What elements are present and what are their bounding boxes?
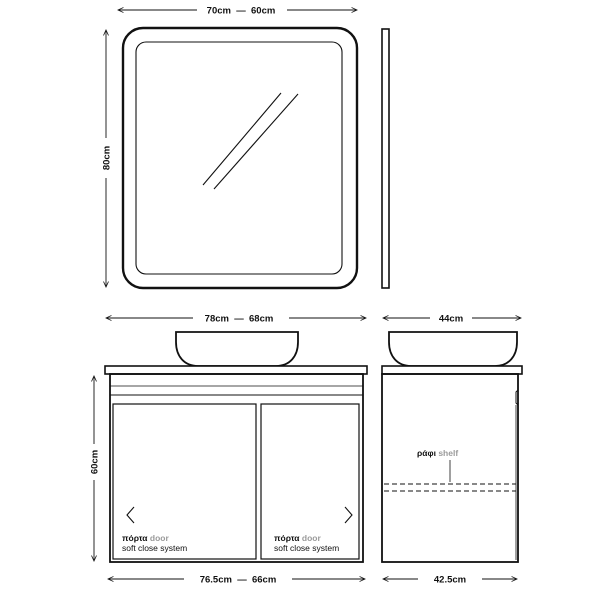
side-bottom-depth-label: 42.5cm [434,575,466,586]
mirror-width-label: 70cm — 60cm [207,6,276,17]
vanity-height-dimension: 60cm [90,376,101,561]
door-left-english-label: door [149,533,169,543]
cabinet-body-side [381,373,519,563]
mirror-height-label: 80cm [102,146,113,170]
door-right-label: πόρτα door soft close system [274,533,339,553]
side-top-depth-dimension: 44cm [383,314,521,325]
vanity-bottom-width-label: 76.5cm — 66cm [200,575,277,586]
mirror-side-view [381,28,390,289]
top-drawer-front [109,373,364,396]
vanity-top-width-label: 78cm — 68cm [205,314,274,325]
door-right-subtitle: soft close system [274,543,340,553]
door-left-subtitle: soft close system [122,543,188,553]
vanity-front-view [104,331,368,563]
chevron-left-icon [126,506,135,524]
shelf-label: ράφι shelf [417,448,458,458]
mirror-front-view [121,26,359,290]
basin-front [175,331,299,367]
vanity-side-view [381,331,523,563]
chevron-right-icon [344,506,353,524]
mirror-reflection-line [202,92,282,186]
door-left-label: πόρτα door soft close system [122,533,187,553]
vanity-bottom-width-dimension: 76.5cm — 66cm [108,575,365,586]
shelf-greek-label: ράφι [417,448,436,458]
vanity-height-label: 60cm [90,450,101,474]
door-right-english-label: door [301,533,321,543]
mirror-height-dimension: 80cm [102,30,113,287]
mirror-frame [121,26,359,290]
mirror-reflection-line [213,93,299,190]
mirror-glass [135,41,343,275]
countertop-front [104,365,368,375]
door-left [112,403,257,560]
side-bottom-depth-dimension: 42.5cm [383,575,517,586]
door-edge-side [515,389,519,406]
door-right [260,403,360,560]
door-left-greek-label: πόρτα [122,533,148,543]
basin-side [388,331,518,367]
side-top-depth-label: 44cm [439,314,463,325]
countertop-side [381,365,523,375]
vanity-top-width-dimension: 78cm — 68cm [106,314,366,325]
mirror-width-dimension: 70cm — 60cm [118,6,357,17]
door-right-greek-label: πόρτα [274,533,300,543]
shelf-english-label: shelf [438,448,459,458]
